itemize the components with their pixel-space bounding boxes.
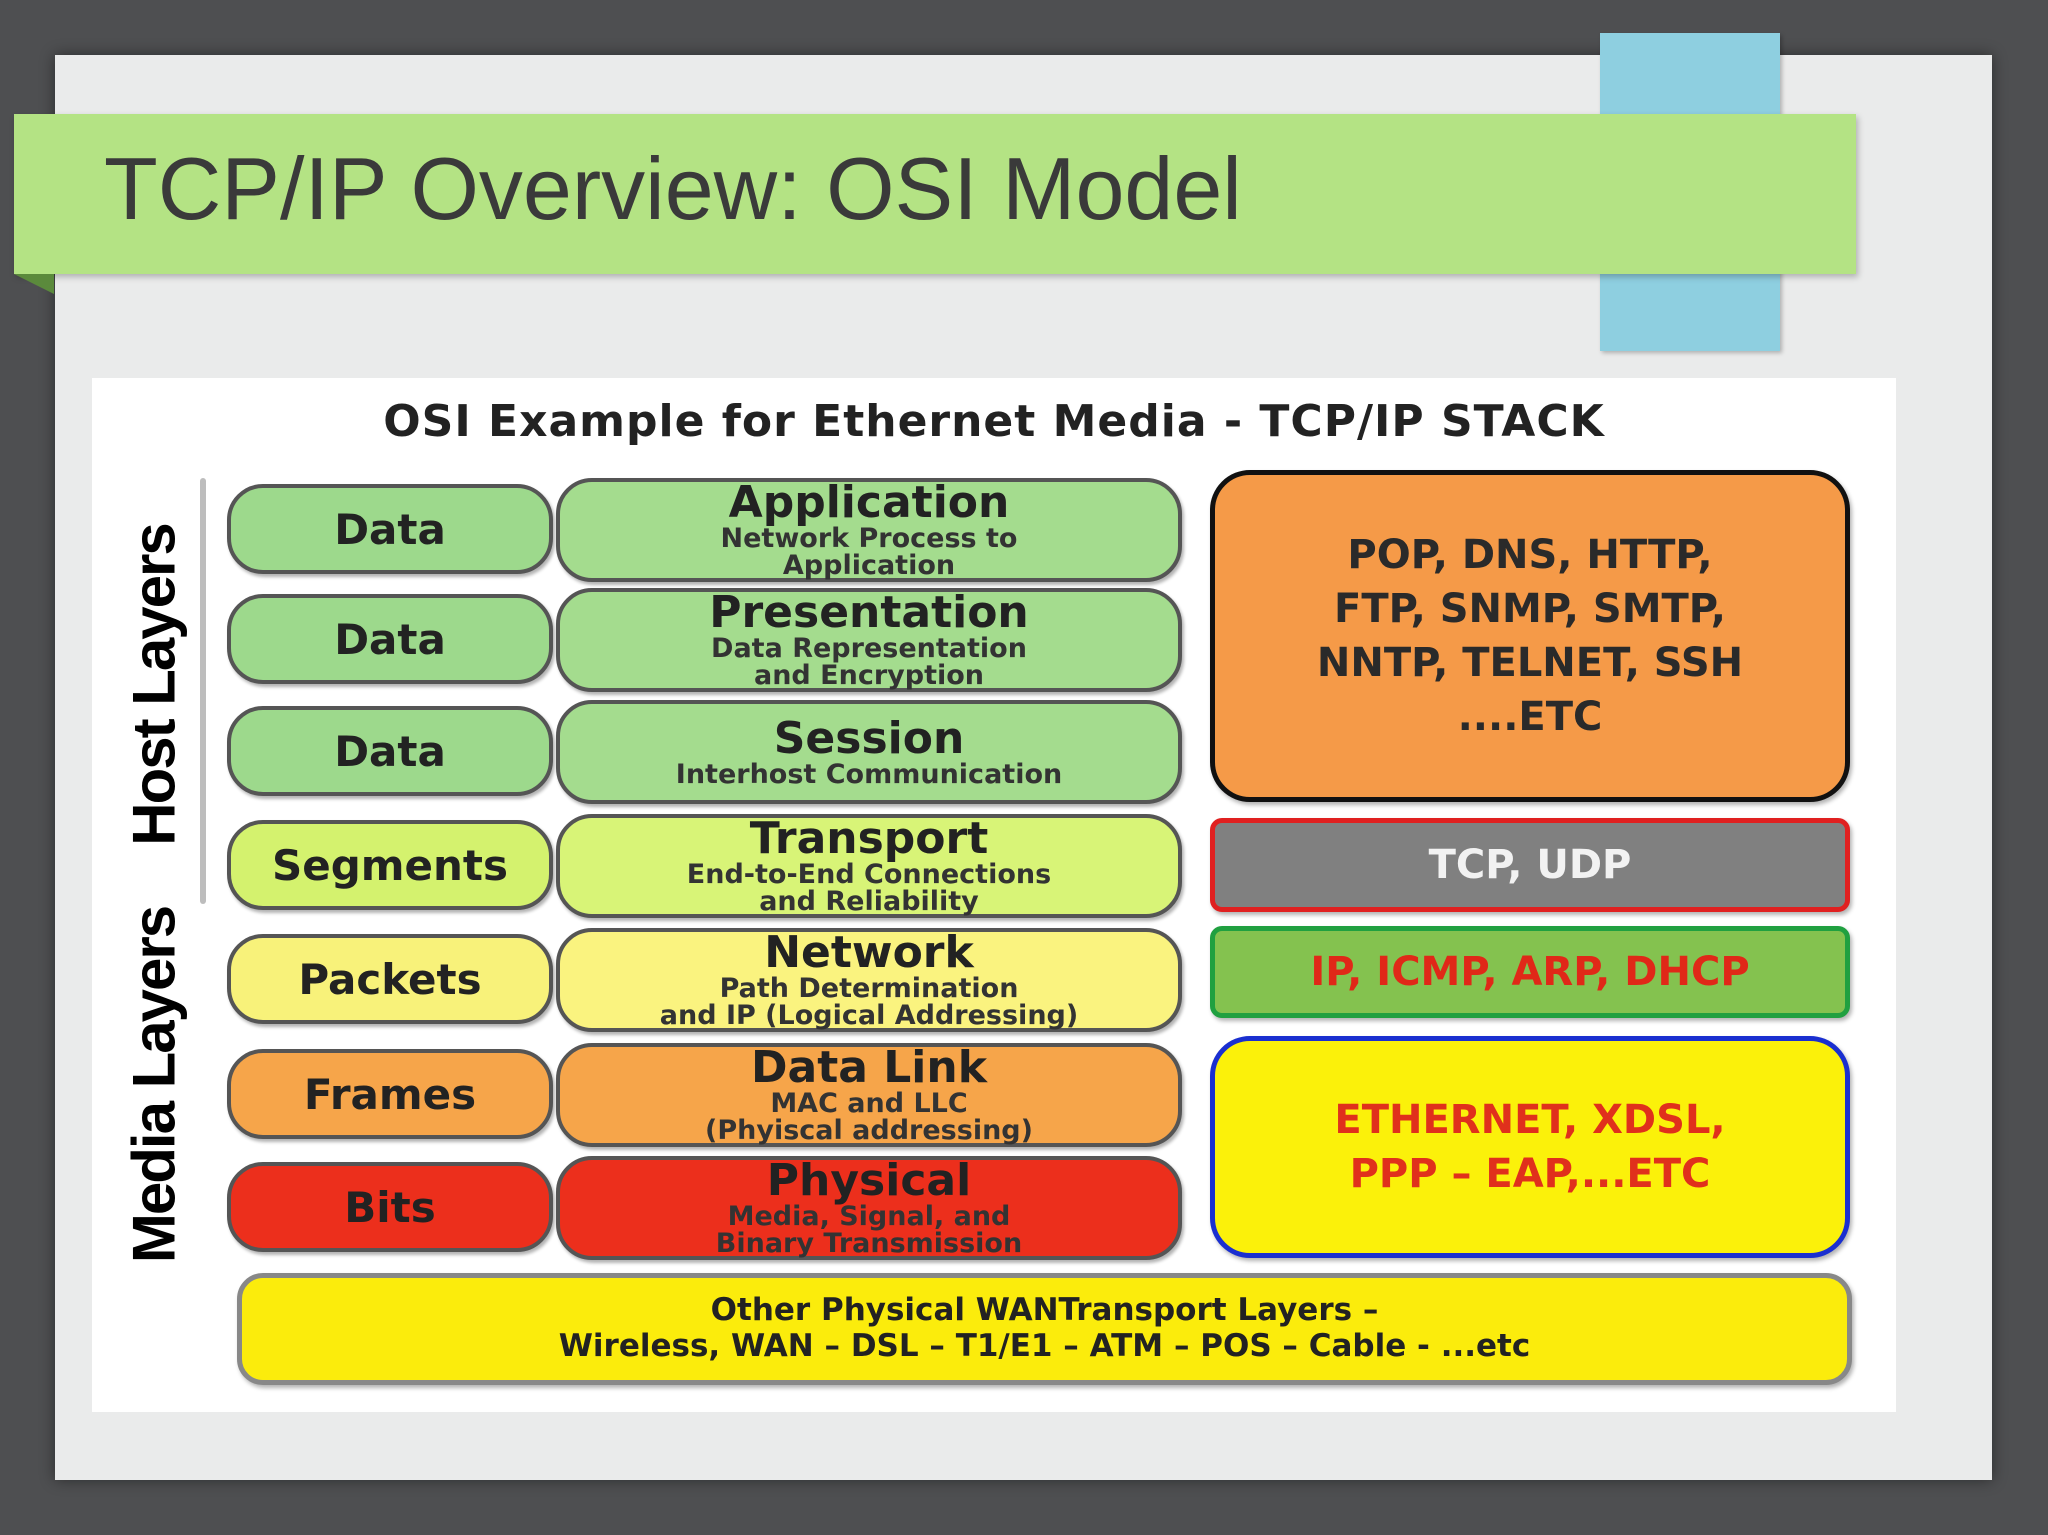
protocol-box: TCP, UDP	[1210, 818, 1850, 912]
figure-title: OSI Example for Ethernet Media - TCP/IP …	[383, 396, 1605, 447]
pdu-pill: Packets	[227, 934, 553, 1024]
pdu-label: Bits	[344, 1182, 436, 1232]
layer-name: Physical	[766, 1155, 972, 1206]
layer-description: Network Process to	[720, 523, 1018, 554]
layer-description: MAC and LLC	[770, 1088, 968, 1119]
layer-name: Session	[773, 712, 965, 764]
wan-transport-box: Other Physical WANTransport Layers – Wir…	[237, 1273, 1852, 1385]
host-layers-bracket	[200, 478, 206, 904]
title-bar	[14, 114, 1856, 274]
pdu-pill: Data	[227, 484, 553, 574]
layer-description: Media, Signal, and	[727, 1201, 1011, 1232]
media-layers-label: Media Layers	[120, 906, 188, 1264]
osi-figure: OSI Example for Ethernet Media - TCP/IP …	[92, 378, 1896, 1412]
layer-name: Transport	[749, 813, 989, 864]
pdu-pill: Data	[227, 594, 553, 684]
pdu-pill: Bits	[227, 1162, 553, 1252]
layer-description: and IP (Logical Addressing)	[659, 1000, 1079, 1031]
layer-name: Application	[728, 477, 1010, 528]
host-layers-label: Host Layers	[120, 524, 188, 846]
pdu-pill: Segments	[227, 820, 553, 910]
layer-description: Data Representation	[711, 633, 1027, 664]
pdu-label: Data	[334, 504, 446, 554]
protocol-box: ETHERNET, XDSL, PPP – EAP,...ETC	[1210, 1036, 1850, 1258]
layer-name: Data Link	[751, 1042, 987, 1093]
layer-description: End-to-End Connections	[686, 859, 1052, 890]
pdu-pill: Data	[227, 706, 553, 796]
pdu-label: Data	[334, 614, 446, 664]
layer-description: and Encryption	[753, 660, 984, 691]
layer-name: Presentation	[709, 587, 1029, 638]
pdu-label: Frames	[303, 1069, 477, 1119]
protocol-box: POP, DNS, HTTP, FTP, SNMP, SMTP, NNTP, T…	[1210, 470, 1850, 802]
layer-description: (Phyiscal addressing)	[705, 1115, 1033, 1146]
protocol-box: IP, ICMP, ARP, DHCP	[1210, 926, 1850, 1018]
layer-description: Application	[782, 550, 956, 581]
pdu-label: Segments	[271, 840, 509, 890]
pdu-label: Data	[334, 726, 446, 776]
pdu-label: Packets	[298, 954, 482, 1004]
layer-description: Interhost Communication	[675, 758, 1063, 790]
wan-line-1: Other Physical WANTransport Layers –	[710, 1292, 1379, 1329]
layer-description: and Reliability	[759, 886, 979, 917]
slide-title: TCP/IP Overview: OSI Model	[104, 139, 1242, 238]
title-bar-fold	[14, 274, 54, 294]
layer-description: Path Determination	[719, 973, 1019, 1004]
layer-description: Binary Transmission	[715, 1228, 1023, 1259]
pdu-pill: Frames	[227, 1049, 553, 1139]
layer-name: Network	[764, 927, 974, 978]
wan-line-2: Wireless, WAN – DSL – T1/E1 – ATM – POS …	[558, 1328, 1531, 1364]
